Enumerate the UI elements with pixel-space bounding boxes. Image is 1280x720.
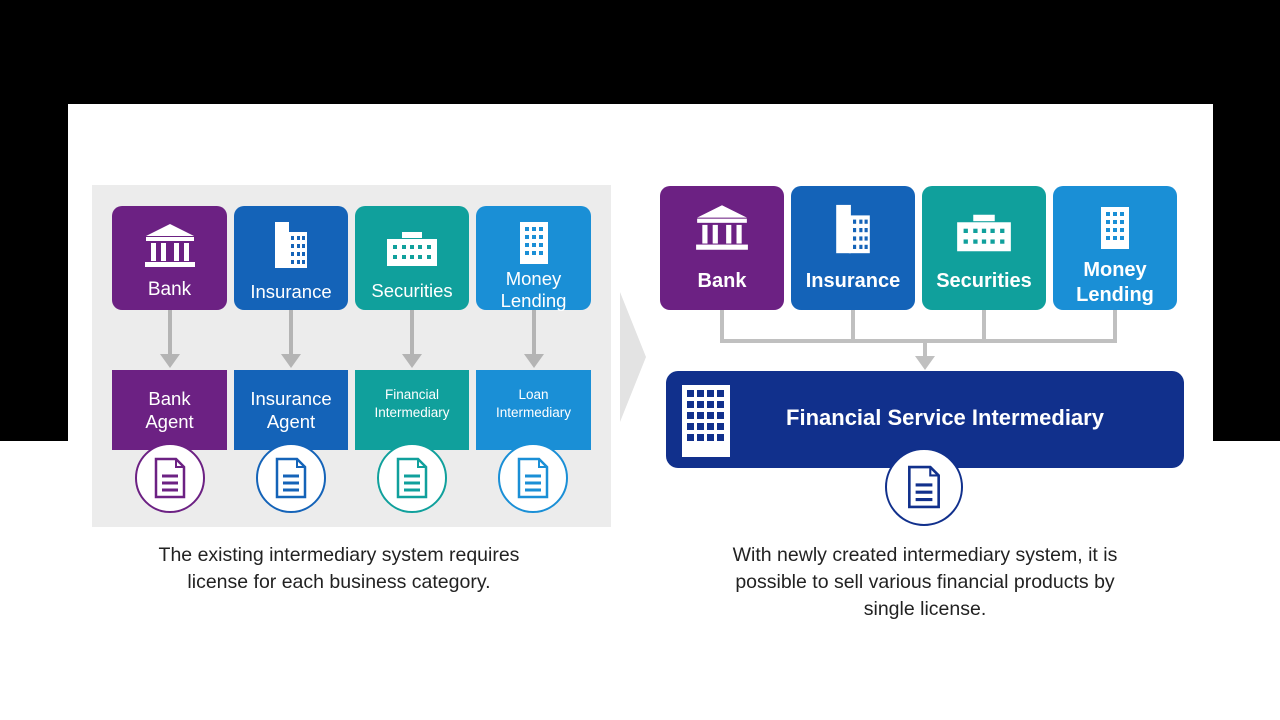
right-tile-money-lending-line2: Lending bbox=[1076, 284, 1154, 306]
left-tile-insurance: Insurance bbox=[234, 206, 348, 310]
document-icon bbox=[396, 457, 428, 499]
left-black-band bbox=[0, 104, 68, 441]
agent-box-loan: Loan Intermediary bbox=[476, 370, 591, 450]
agent-bank-line2: Agent bbox=[145, 411, 194, 432]
right-tile-securities: Securities bbox=[922, 186, 1046, 310]
tall-building-icon bbox=[519, 222, 548, 264]
agent-loan-line2: Intermediary bbox=[495, 405, 572, 420]
agent-box-bank: Bank Agent bbox=[112, 370, 227, 450]
left-tile-securities: Securities bbox=[355, 206, 469, 310]
right-caption-line1: With newly created intermediary system, … bbox=[732, 544, 1118, 566]
right-tile-money-lending-label: Money Lending bbox=[1053, 258, 1177, 308]
bank-building-icon bbox=[696, 205, 748, 250]
agent-bank-line1: Bank bbox=[148, 388, 191, 409]
license-circle-securities bbox=[377, 443, 447, 513]
document-icon bbox=[275, 457, 307, 499]
right-black-band bbox=[1213, 104, 1280, 441]
right-tile-bank: Bank bbox=[660, 186, 784, 310]
bank-building-icon bbox=[144, 224, 195, 267]
financial-service-intermediary-label: Financial Service Intermediary bbox=[786, 405, 1104, 430]
left-caption-line2: license for each business category. bbox=[187, 571, 491, 593]
right-caption-line2: possible to sell various financial produ… bbox=[735, 571, 1115, 593]
intermediary-building-icon bbox=[682, 385, 730, 457]
right-tile-money-lending: Money Lending bbox=[1053, 186, 1177, 310]
right-tile-money-lending-line1: Money bbox=[1083, 259, 1147, 281]
office-building-icon bbox=[957, 214, 1011, 252]
top-black-band bbox=[0, 0, 1280, 104]
right-tile-bank-label: Bank bbox=[697, 270, 747, 292]
license-circle-bank bbox=[135, 443, 205, 513]
document-icon bbox=[908, 465, 940, 509]
single-license-circle bbox=[885, 448, 963, 526]
right-caption: With newly created intermediary system, … bbox=[670, 542, 1180, 623]
office-building-icon bbox=[387, 232, 437, 266]
left-arrows bbox=[160, 310, 544, 368]
right-tile-insurance: Insurance bbox=[791, 186, 915, 310]
license-circle-insurance bbox=[256, 443, 326, 513]
agent-insurance-line1: Insurance bbox=[250, 388, 332, 409]
transition-chevron-icon bbox=[620, 292, 646, 422]
agent-loan-line1: Loan bbox=[518, 387, 549, 402]
document-icon bbox=[154, 457, 186, 499]
left-caption-line1: The existing intermediary system require… bbox=[158, 544, 520, 566]
agent-financial-line1: Financial bbox=[384, 387, 440, 402]
left-tile-bank: Bank bbox=[112, 206, 227, 310]
agent-box-insurance: Insurance Agent bbox=[234, 370, 348, 450]
left-caption: The existing intermediary system require… bbox=[92, 542, 586, 596]
tall-building-icon bbox=[1101, 207, 1129, 249]
left-tile-bank-label: Bank bbox=[147, 279, 192, 300]
left-tile-money-lending: Money Lending bbox=[476, 206, 591, 311]
document-icon bbox=[517, 457, 549, 499]
license-circle-loan bbox=[498, 443, 568, 513]
office-tower-icon bbox=[836, 204, 870, 254]
left-tile-insurance-label: Insurance bbox=[250, 281, 332, 302]
agent-financial-line2: Intermediary bbox=[374, 405, 450, 420]
right-tile-securities-label: Securities bbox=[936, 270, 1032, 292]
agent-box-financial: Financial Intermediary bbox=[355, 370, 469, 450]
right-connector-lines bbox=[720, 310, 1117, 370]
left-tile-securities-label: Securities bbox=[371, 280, 453, 301]
agent-insurance-line2: Agent bbox=[266, 411, 316, 432]
right-caption-line3: single license. bbox=[863, 598, 987, 620]
office-tower-icon bbox=[275, 222, 307, 268]
right-tile-insurance-label: Insurance bbox=[805, 270, 901, 292]
left-tile-money-lending-label: Money Lending bbox=[500, 268, 567, 311]
